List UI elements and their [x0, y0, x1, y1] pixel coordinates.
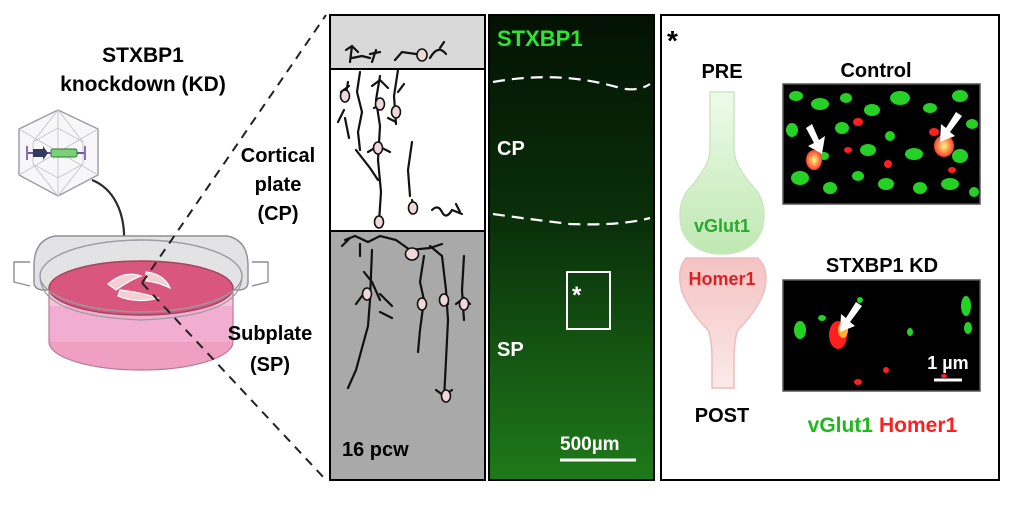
inset-box — [566, 271, 611, 330]
neuron-schematic-panel: 16 pcw — [329, 14, 486, 481]
kd-title: STXBP1 KD — [826, 255, 938, 277]
control-title: Control — [840, 60, 911, 82]
knockdown-panel: STXBP1 knockdown (KD) — [13, 14, 327, 481]
arrow-icon — [940, 112, 962, 142]
postsynaptic-terminal — [679, 257, 767, 389]
boundary-bottom — [492, 212, 651, 226]
presynaptic-terminal — [679, 91, 765, 255]
neuron-somata — [339, 48, 470, 403]
label-sp-abbrev: (SP) — [250, 354, 290, 376]
synapse-asterisk: * — [667, 25, 678, 56]
arrow-icon — [806, 124, 825, 154]
title-knockdown: knockdown (KD) — [60, 73, 226, 96]
zoom-line-bottom — [141, 282, 327, 481]
legend-vglut1: vGlut1 — [808, 414, 874, 437]
viral-vector-icon — [18, 109, 99, 197]
micrograph-sp-label: SP — [497, 339, 524, 361]
culture-dish-icon — [13, 235, 269, 371]
pre-label: PRE — [701, 61, 742, 83]
legend-homer1: Homer1 — [879, 414, 958, 437]
label-age: 16 pcw — [342, 439, 409, 461]
synapse-panel: * PRE vGlut1 Homer1 POST Control — [660, 14, 1000, 481]
kd-image: 1 µm — [782, 279, 981, 392]
boundary-top — [492, 76, 651, 91]
label-cortical: Cortical — [241, 145, 315, 167]
micrograph-stain-label: STXBP1 — [497, 26, 583, 51]
label-subplate: Subplate — [228, 323, 312, 345]
control-image — [782, 83, 981, 205]
micrograph-cp-label: CP — [497, 138, 525, 160]
label-cp-abbrev: (CP) — [257, 203, 298, 225]
title-stxbp1: STXBP1 — [102, 44, 184, 67]
vglut1-label: vGlut1 — [694, 216, 750, 236]
inset-asterisk: * — [572, 282, 582, 309]
brain-slice-icons — [107, 271, 172, 302]
stxbp1-micrograph: STXBP1 CP * SP 500µm — [488, 14, 655, 481]
zoom-line-top — [141, 14, 327, 284]
scalebar-1um-label: 1 µm — [927, 353, 968, 373]
scalebar-500-label: 500µm — [560, 434, 620, 455]
post-label: POST — [695, 405, 749, 427]
arrow-icon — [840, 302, 862, 332]
label-plate: plate — [255, 174, 302, 196]
homer1-label: Homer1 — [688, 269, 755, 289]
